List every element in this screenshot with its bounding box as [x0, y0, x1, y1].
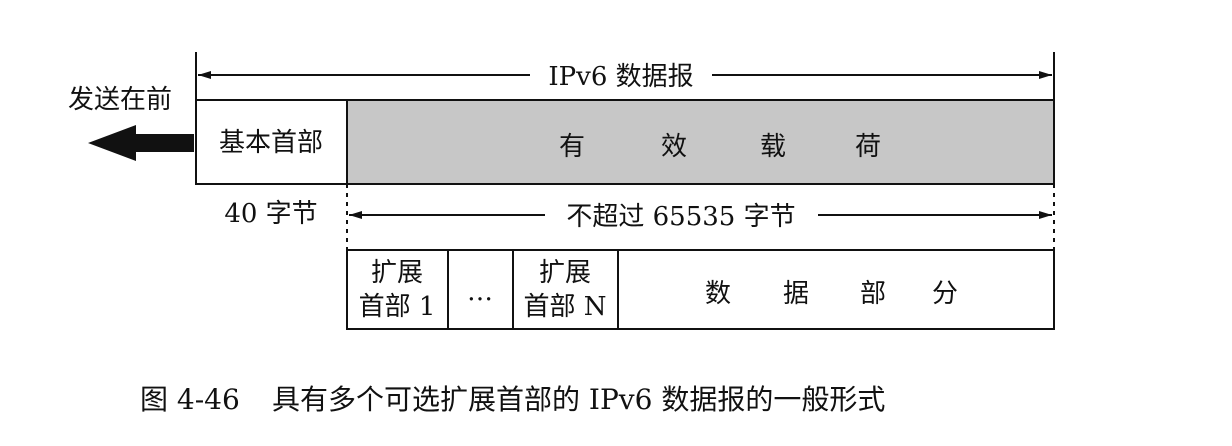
ellipsis-box	[447, 249, 514, 330]
datagram-bar: 基本首部 有 效 载 荷	[195, 99, 1055, 185]
datagram-title: IPv6 数据报	[548, 62, 693, 92]
data-part-char: 分	[932, 279, 958, 309]
extension-header-1-box	[346, 249, 449, 330]
send-first-indicator: 发送在前	[68, 85, 194, 161]
base-header-size-label: 40 字节	[224, 199, 317, 229]
figure-caption: 图 4-46 具有多个可选扩展首部的 IPv6 数据报的一般形式	[140, 383, 885, 416]
payload-char: 有	[559, 132, 585, 162]
base-header-box	[195, 99, 348, 185]
data-part-box	[617, 249, 1055, 330]
payload-char: 效	[661, 132, 687, 162]
data-part-char: 数	[705, 279, 731, 309]
figure-number: 图 4-46	[140, 383, 240, 416]
ellipsis-label: …	[467, 277, 493, 307]
payload-box	[346, 99, 1055, 185]
extension-header-n-line1: 扩展	[539, 258, 591, 288]
extension-header-1-line2: 首部 1	[359, 292, 436, 322]
extension-header-1-line1: 扩展	[371, 258, 423, 288]
send-direction-arrow-icon	[88, 125, 194, 161]
payload-limit-label: 不超过 65535 字节	[566, 202, 795, 232]
datagram-length-dimension: IPv6 数据报	[195, 52, 1055, 100]
figure-caption-text: 具有多个可选扩展首部的 IPv6 数据报的一般形式	[272, 383, 885, 416]
payload-length-dimension: 不超过 65535 字节	[346, 184, 1055, 250]
payload-char: 载	[760, 132, 786, 162]
send-first-label: 发送在前	[68, 85, 172, 115]
extension-header-n-box	[512, 249, 619, 330]
payload-char: 荷	[855, 132, 881, 162]
data-part-char: 据	[783, 279, 809, 309]
extension-header-n-line2: 首部 N	[523, 292, 606, 322]
data-part-char: 部	[860, 279, 886, 309]
payload-detail-row: 扩展 首部 1 … 扩展 首部 N 数 据 部 分	[346, 249, 1055, 330]
base-header-label: 基本首部	[219, 128, 323, 158]
